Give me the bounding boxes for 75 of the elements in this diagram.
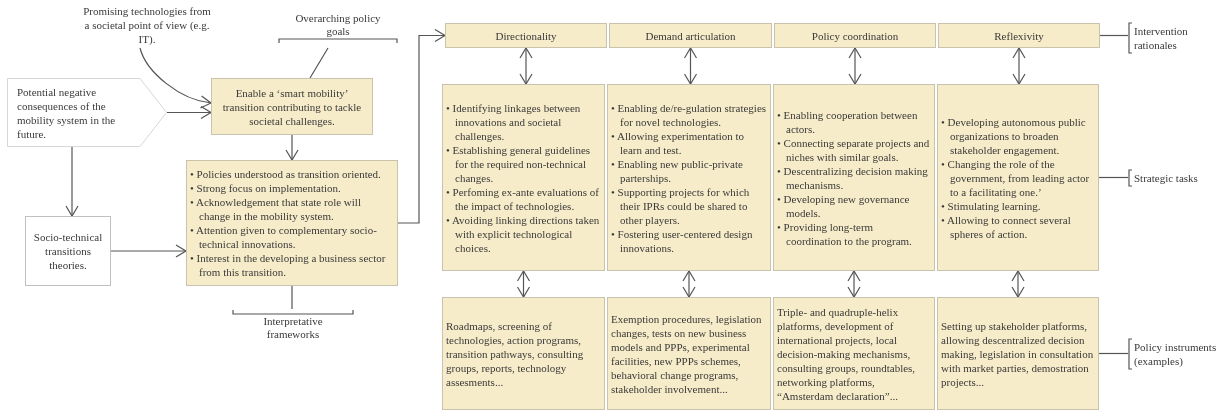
bullet-item: • Enabling de/re-gulation strategies for novel technologies. <box>611 100 767 129</box>
node-text: Policy instruments (examples) <box>1134 340 1218 368</box>
task-box <box>937 84 1099 271</box>
node-text: Roadmaps, screening of technologies, action programs, transition pathways, consulting groups, reports, technology assesments... <box>446 318 585 389</box>
bullet-item: • Changing the role of the government, from leading actor to a facilitating one.’ <box>941 156 1091 199</box>
framework-box <box>186 160 398 286</box>
task-box <box>607 84 771 271</box>
node-text: Interpretative frameworks <box>262 315 324 341</box>
instrument-box <box>442 297 605 410</box>
bullet-item: • Attention given to complementary socio-technical innovations. <box>190 223 378 251</box>
node-text: Intervention rationales <box>1134 24 1189 52</box>
node-text: Potential negative consequences of the mobility system in the future. <box>17 84 117 141</box>
node-text: Socio-technical transitions theories. <box>32 230 104 272</box>
arrow <box>847 270 861 298</box>
arrow <box>1011 270 1025 298</box>
arrow <box>397 28 446 224</box>
leader-line <box>309 47 329 79</box>
node-text: Exemption procedures, legislation changes, tests on new business models and PPPs, experimental facilities, new PPPs schemes, behavioral change programs, stakeholder involvement... <box>611 311 763 396</box>
arrow <box>683 47 698 85</box>
leader-line <box>1098 352 1129 355</box>
rationale-box <box>938 23 1100 48</box>
bullet-item: • Identifying linkages between innovations and societal challenges. <box>446 100 582 143</box>
task-box <box>442 84 605 271</box>
bullet-item: • Allowing to connect several spheres of action. <box>941 212 1072 241</box>
bullet-item: • Developing new governance models. <box>777 191 911 220</box>
bullet-item: • Policies understood as transition oriented. <box>190 167 382 181</box>
bullet-item: • Acknowledgement that state role will change in the mobility system. <box>190 195 362 223</box>
node-text: Promising technologies from a societal point of view (e.g. IT). <box>82 4 212 46</box>
node-text: Policy coordination <box>811 28 899 43</box>
instrument-box <box>607 297 771 410</box>
bullet-item: • Stimulating learning. <box>941 198 1042 213</box>
task-box <box>773 84 935 271</box>
bullet-item: • Strong focus on implementation. <box>190 181 342 195</box>
node-text: Setting up stakeholder platforms, allowing descentralized decision making, legislation in consultation with market parties, demostration projects... <box>941 318 1095 389</box>
bullet-item: • Enabling new public-private parterships. <box>611 156 744 185</box>
arrow <box>285 134 299 161</box>
bullet-item: • Providing long-term coordination to the program. <box>777 219 913 248</box>
arrow <box>1012 47 1026 85</box>
bullet-item: • Enabling cooperation between actors. <box>777 107 919 136</box>
bullet-item: • Descentralizing decision making mechanisms. <box>777 163 929 192</box>
arrow <box>110 244 187 258</box>
arrow <box>519 47 533 85</box>
instrument-box <box>773 297 935 410</box>
instrument-box <box>937 297 1099 410</box>
bullet-item: • Avoiding linking directions taken with explicit technological choices. <box>446 212 601 255</box>
leader-line <box>291 285 293 310</box>
goal-box <box>211 78 373 135</box>
arrow <box>682 270 696 298</box>
bullet-item: • Supporting projects for which their IPRs could be shared to other players. <box>611 184 751 227</box>
node-text: Directionality <box>495 28 557 43</box>
rationale-box <box>609 23 772 48</box>
node-text: Reflexivity <box>994 28 1044 43</box>
node-text: Overarching policy goals <box>294 12 382 38</box>
node-text: Demand articulation <box>645 28 736 43</box>
bullet-item: • Interest in the developing a business sector from this transition. <box>190 251 387 279</box>
arrow <box>516 270 531 298</box>
arrow <box>848 47 862 85</box>
arrow <box>65 146 79 217</box>
node-text: Enable a ‘smart mobility’ transition contributing to tackle societal challenges. <box>221 85 363 128</box>
rationale-box <box>774 23 936 48</box>
bullet-item: • Perfoming ex-ante evaluations of the impact of technologies. <box>446 184 600 213</box>
leader-line <box>1099 34 1129 37</box>
bullet-item: • Developing autonomous public organizations to broaden stakeholder engagement. <box>941 114 1087 157</box>
arrow <box>166 105 212 120</box>
theory-box <box>25 216 111 286</box>
rationale-box <box>445 23 607 48</box>
bullet-item: • Allowing experimentation to learn and test. <box>611 128 746 157</box>
bullet-item: • Fostering user-centered design innovations. <box>611 226 754 255</box>
bullet-item: • Establishing general guidelines for the required non-technical changes. <box>446 142 592 185</box>
node-text: Strategic tasks <box>1134 171 1198 185</box>
node-text: Triple- and quadruple-helix platforms, development of international projects, local decision-making mechanisms, consulting groups, roundtables, networking platforms, “Amsterdam declaration”... <box>777 304 917 403</box>
leader-line <box>1098 176 1129 179</box>
bullet-item: • Connecting separate projects and niches with similar goals. <box>777 135 931 164</box>
pentagon-box <box>7 78 167 147</box>
arrow <box>139 47 212 108</box>
